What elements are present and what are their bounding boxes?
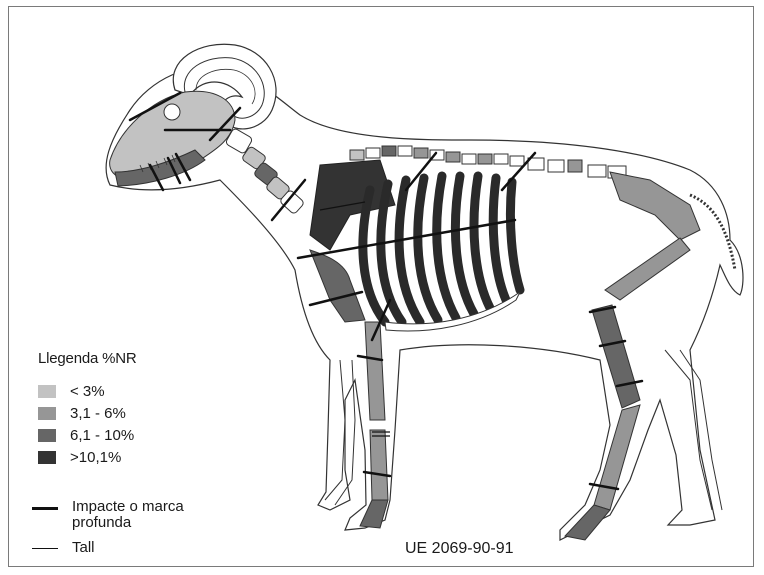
cut-label: Tall xyxy=(72,540,95,556)
legend-item-6-10: 6,1 - 10% xyxy=(38,427,134,443)
legend-swatch-light xyxy=(38,385,56,398)
legend-swatch-dark xyxy=(38,429,56,442)
legend-swatch-mid xyxy=(38,407,56,420)
legend-impact-mark: Impacte o marca profunda xyxy=(32,499,184,531)
legend-item-lt3: < 3% xyxy=(38,383,105,399)
fore-metacarpal xyxy=(370,430,388,500)
legend-cut-mark: Tall xyxy=(32,540,95,556)
impact-label-line1: Impacte o marca xyxy=(72,498,184,515)
impact-line-sample xyxy=(32,507,58,510)
cut-line-sample xyxy=(32,548,58,549)
legend-title: Llegenda %NR xyxy=(38,350,137,367)
figure-caption: UE 2069-90-91 xyxy=(405,540,514,558)
legend-label: >10,1% xyxy=(70,449,121,466)
impact-label-line2: profunda xyxy=(72,514,131,531)
legend-label: < 3% xyxy=(70,383,105,400)
legend-item-3-6: 3,1 - 6% xyxy=(38,405,126,421)
legend-item-gt10: >10,1% xyxy=(38,449,121,465)
legend-label: 3,1 - 6% xyxy=(70,405,126,422)
legend-label: 6,1 - 10% xyxy=(70,427,134,444)
eye-socket xyxy=(164,104,180,120)
legend-swatch-darkest xyxy=(38,451,56,464)
impact-label: Impacte o marca profunda xyxy=(72,499,184,531)
